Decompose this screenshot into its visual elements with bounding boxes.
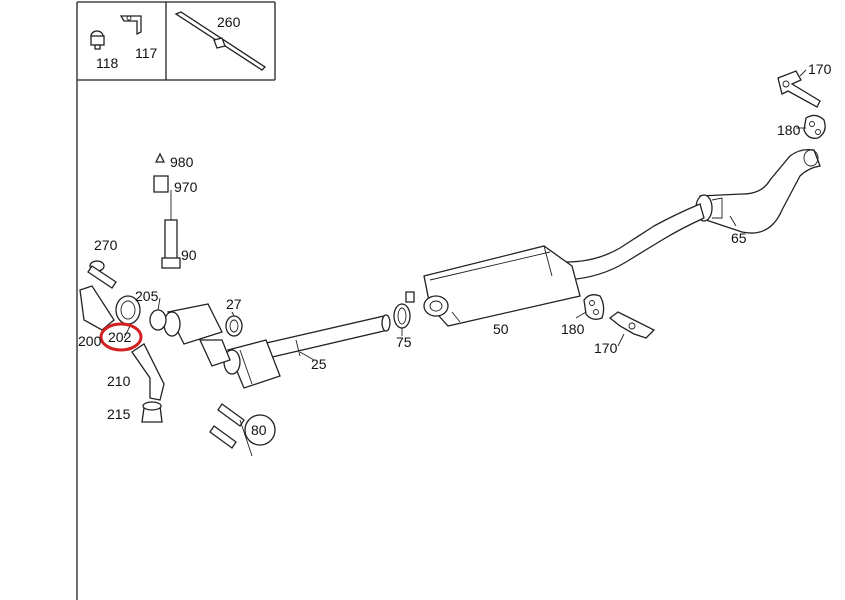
spring-bolt-80[interactable] (209, 403, 253, 457)
label-80-circle[interactable]: 80 (244, 414, 276, 446)
label-80: 80 (251, 422, 267, 438)
label-170-top[interactable]: 170 (808, 61, 832, 77)
ring-205[interactable] (149, 309, 167, 331)
oxygen-sensor-90[interactable] (161, 200, 181, 269)
bush-215[interactable] (141, 401, 163, 423)
label-50[interactable]: 50 (493, 321, 509, 337)
highlight-202-ellipse (99, 322, 143, 352)
rubber-mount-180-rear[interactable] (803, 114, 826, 139)
label-170-lower[interactable]: 170 (594, 340, 618, 356)
rubber-mount-180-front[interactable] (583, 294, 605, 320)
label-25[interactable]: 25 (311, 356, 327, 372)
label-202[interactable]: 202 (108, 329, 132, 345)
intermediate-pipe[interactable] (565, 203, 705, 281)
leader-lines (123, 69, 807, 361)
label-180-top[interactable]: 180 (777, 122, 801, 138)
tail-pipe-65[interactable] (695, 148, 821, 234)
label-118[interactable]: 118 (96, 55, 119, 71)
pre-catalyst[interactable] (163, 303, 231, 367)
label-270[interactable]: 270 (94, 237, 118, 253)
rear-hanger-bracket-170[interactable] (777, 70, 821, 108)
bracket-210[interactable] (131, 343, 165, 401)
muffler-50[interactable] (423, 245, 581, 327)
sensor-cap-980[interactable] (154, 152, 166, 163)
gasket-27[interactable] (225, 315, 243, 337)
hanger-bracket-170-front[interactable] (608, 311, 656, 339)
frame-lines (76, 1, 276, 600)
label-210[interactable]: 210 (107, 373, 131, 389)
bracket-117[interactable] (119, 15, 142, 36)
label-970[interactable]: 970 (174, 179, 198, 195)
label-260[interactable]: 260 (217, 14, 241, 30)
label-65[interactable]: 65 (731, 230, 747, 246)
heat-shield-200[interactable] (79, 285, 115, 331)
label-180-lower[interactable]: 180 (561, 321, 585, 337)
label-215[interactable]: 215 (107, 406, 131, 422)
front-pipe-25[interactable] (261, 314, 391, 359)
label-90[interactable]: 90 (181, 247, 197, 263)
label-27[interactable]: 27 (226, 296, 242, 312)
label-200[interactable]: 200 (78, 333, 102, 349)
clamp-202[interactable] (115, 295, 141, 325)
strap-260[interactable] (174, 11, 267, 71)
label-75[interactable]: 75 (396, 334, 412, 350)
bolt-118[interactable] (90, 30, 105, 50)
label-205[interactable]: 205 (135, 288, 159, 304)
label-980[interactable]: 980 (170, 154, 194, 170)
bolt-270[interactable] (87, 260, 117, 289)
clamp-75[interactable] (393, 291, 415, 329)
sensor-connector-970[interactable] (153, 175, 169, 193)
label-117[interactable]: 117 (135, 45, 158, 61)
